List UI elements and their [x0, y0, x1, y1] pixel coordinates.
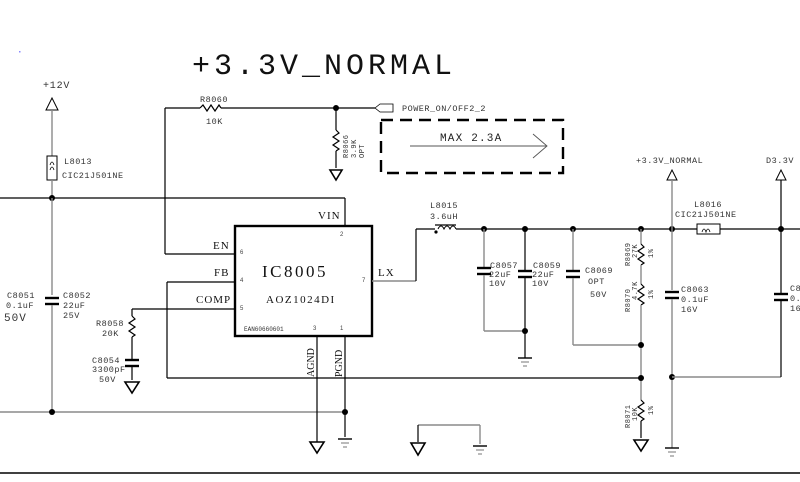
earth-ground-icon: [665, 447, 679, 457]
r8070-resistor-icon: [636, 283, 646, 306]
c8057-ref: C8057: [490, 261, 518, 271]
page-title: +3.3V_NORMAL: [192, 50, 456, 84]
pin-agnd: AGND: [306, 348, 317, 377]
pin-num: 1: [340, 326, 344, 332]
ground-triangle-icon: [123, 381, 141, 395]
c8059-voltage: 10V: [532, 279, 549, 289]
power-arrow-icon: [45, 96, 59, 111]
r8066-value: 3.9K: [351, 139, 359, 158]
c8069-voltage: 50V: [590, 290, 607, 300]
pin-num: 2: [340, 232, 344, 238]
r8058-value: 20K: [102, 329, 119, 339]
r8069-ref: R8069: [625, 242, 633, 266]
c8059-ref: C8059: [533, 261, 561, 271]
rail-3v3-label: +3.3V_NORMAL: [636, 156, 703, 166]
c80xx-voltage: 16: [790, 304, 800, 314]
l8013-value: CIC21J501NE: [62, 171, 124, 181]
r8071-ref: R8071: [625, 404, 633, 428]
r8066-resistor-icon: [331, 129, 341, 152]
r8058-ref: R8058: [96, 319, 124, 329]
power-arrow-icon: [666, 168, 678, 181]
rail-12v: +12V L8013 CIC21J501NE: [43, 81, 124, 198]
c80xx-value: 0.: [790, 294, 800, 304]
c8051-voltage: 50V: [4, 313, 27, 325]
ground-triangle-icon: [632, 439, 650, 453]
power-arrow-icon: [775, 168, 787, 181]
c8057-value: 22uF: [489, 270, 511, 280]
c8051-ref: C8051: [7, 291, 35, 301]
earth-ground-icon: [518, 357, 532, 367]
earth-ground-icon: [338, 438, 352, 448]
l8013-ref: L8013: [64, 157, 92, 167]
ic-part: AOZ1024DI: [266, 294, 336, 306]
l8015-value: 3.6uH: [430, 212, 458, 222]
c8063-value: 0.1uF: [681, 295, 709, 305]
pin-num: 3: [313, 326, 317, 332]
c8063-voltage: 16V: [681, 305, 698, 315]
max-current-box: [379, 118, 565, 175]
ic8005-chip: [233, 224, 374, 338]
c8063-ref: C8063: [681, 285, 709, 295]
c8059-value: 22uF: [532, 270, 554, 280]
c8069-ref: C8069: [585, 266, 613, 276]
c8057-voltage: 10V: [489, 279, 506, 289]
r8066-note: OPT: [359, 144, 367, 158]
max-current-label: MAX 2.3A: [440, 133, 502, 145]
ic-code: EAN60660601: [244, 326, 284, 333]
pin-pgnd: PGND: [334, 350, 345, 377]
pin-num: 4: [240, 278, 244, 284]
pin-en: EN: [213, 240, 230, 252]
ferrite-bead-icon: [46, 155, 58, 181]
pin-num: 6: [240, 250, 244, 256]
rail-12v-label: +12V: [43, 81, 70, 92]
ic-ref: IC8005: [262, 262, 328, 281]
l8015-ref: L8015: [430, 201, 458, 211]
c8054-ref: C8054: [92, 356, 120, 366]
l8016-ref: L8016: [694, 200, 722, 210]
ground-triangle-icon: [409, 442, 427, 457]
c8052-ref: C8052: [63, 291, 91, 301]
stray-mark: [19, 51, 21, 53]
ground-triangle-icon: [308, 441, 326, 455]
power-on-net-label: POWER_ON/OFF2_2: [402, 104, 486, 114]
r8070-value: 4.7K: [632, 281, 640, 300]
pin-fb: FB: [214, 267, 229, 279]
pin-lx: LX: [378, 267, 395, 279]
c8069-value: OPT: [588, 277, 605, 287]
ground-triangle-icon: [328, 169, 344, 182]
r8071-resistor-icon: [636, 399, 646, 422]
c80xx-ref: C8: [790, 284, 800, 294]
pin-comp: COMP: [196, 294, 231, 306]
l8016-value: CIC21J501NE: [675, 210, 737, 220]
rail-d3v3-label: D3.3V: [766, 156, 794, 166]
r8069-value: 27K: [632, 244, 640, 258]
r8069-resistor-icon: [636, 243, 646, 266]
arrow-right-icon: [532, 133, 548, 159]
r8060-value: 10K: [206, 117, 223, 127]
pin-num: 5: [240, 306, 244, 312]
r8069-tol: 1%: [648, 248, 656, 258]
r8066-ref: R8066: [343, 134, 351, 158]
pin-vin: VIN: [318, 210, 341, 222]
r8070-ref: R8070: [625, 288, 633, 312]
r8070-tol: 1%: [648, 289, 656, 299]
net-port-icon: [374, 103, 394, 113]
r8060-resistor-icon: [199, 103, 222, 113]
c8051-value: 0.1uF: [6, 301, 34, 311]
r8071-tol: 1%: [648, 405, 656, 415]
r8058-resistor-icon: [127, 315, 137, 338]
c8052-voltage: 25V: [63, 311, 80, 321]
earth-ground-icon: [473, 445, 487, 455]
r8071-value: 10K: [632, 407, 640, 421]
pin-num: 7: [362, 278, 366, 284]
c8052-value: 22uF: [63, 301, 85, 311]
c8054-value: 3300pF: [92, 365, 126, 375]
r8060-ref: R8060: [200, 95, 228, 105]
c8054-voltage: 50V: [99, 375, 116, 385]
inductor-l8015-icon: [434, 224, 457, 234]
